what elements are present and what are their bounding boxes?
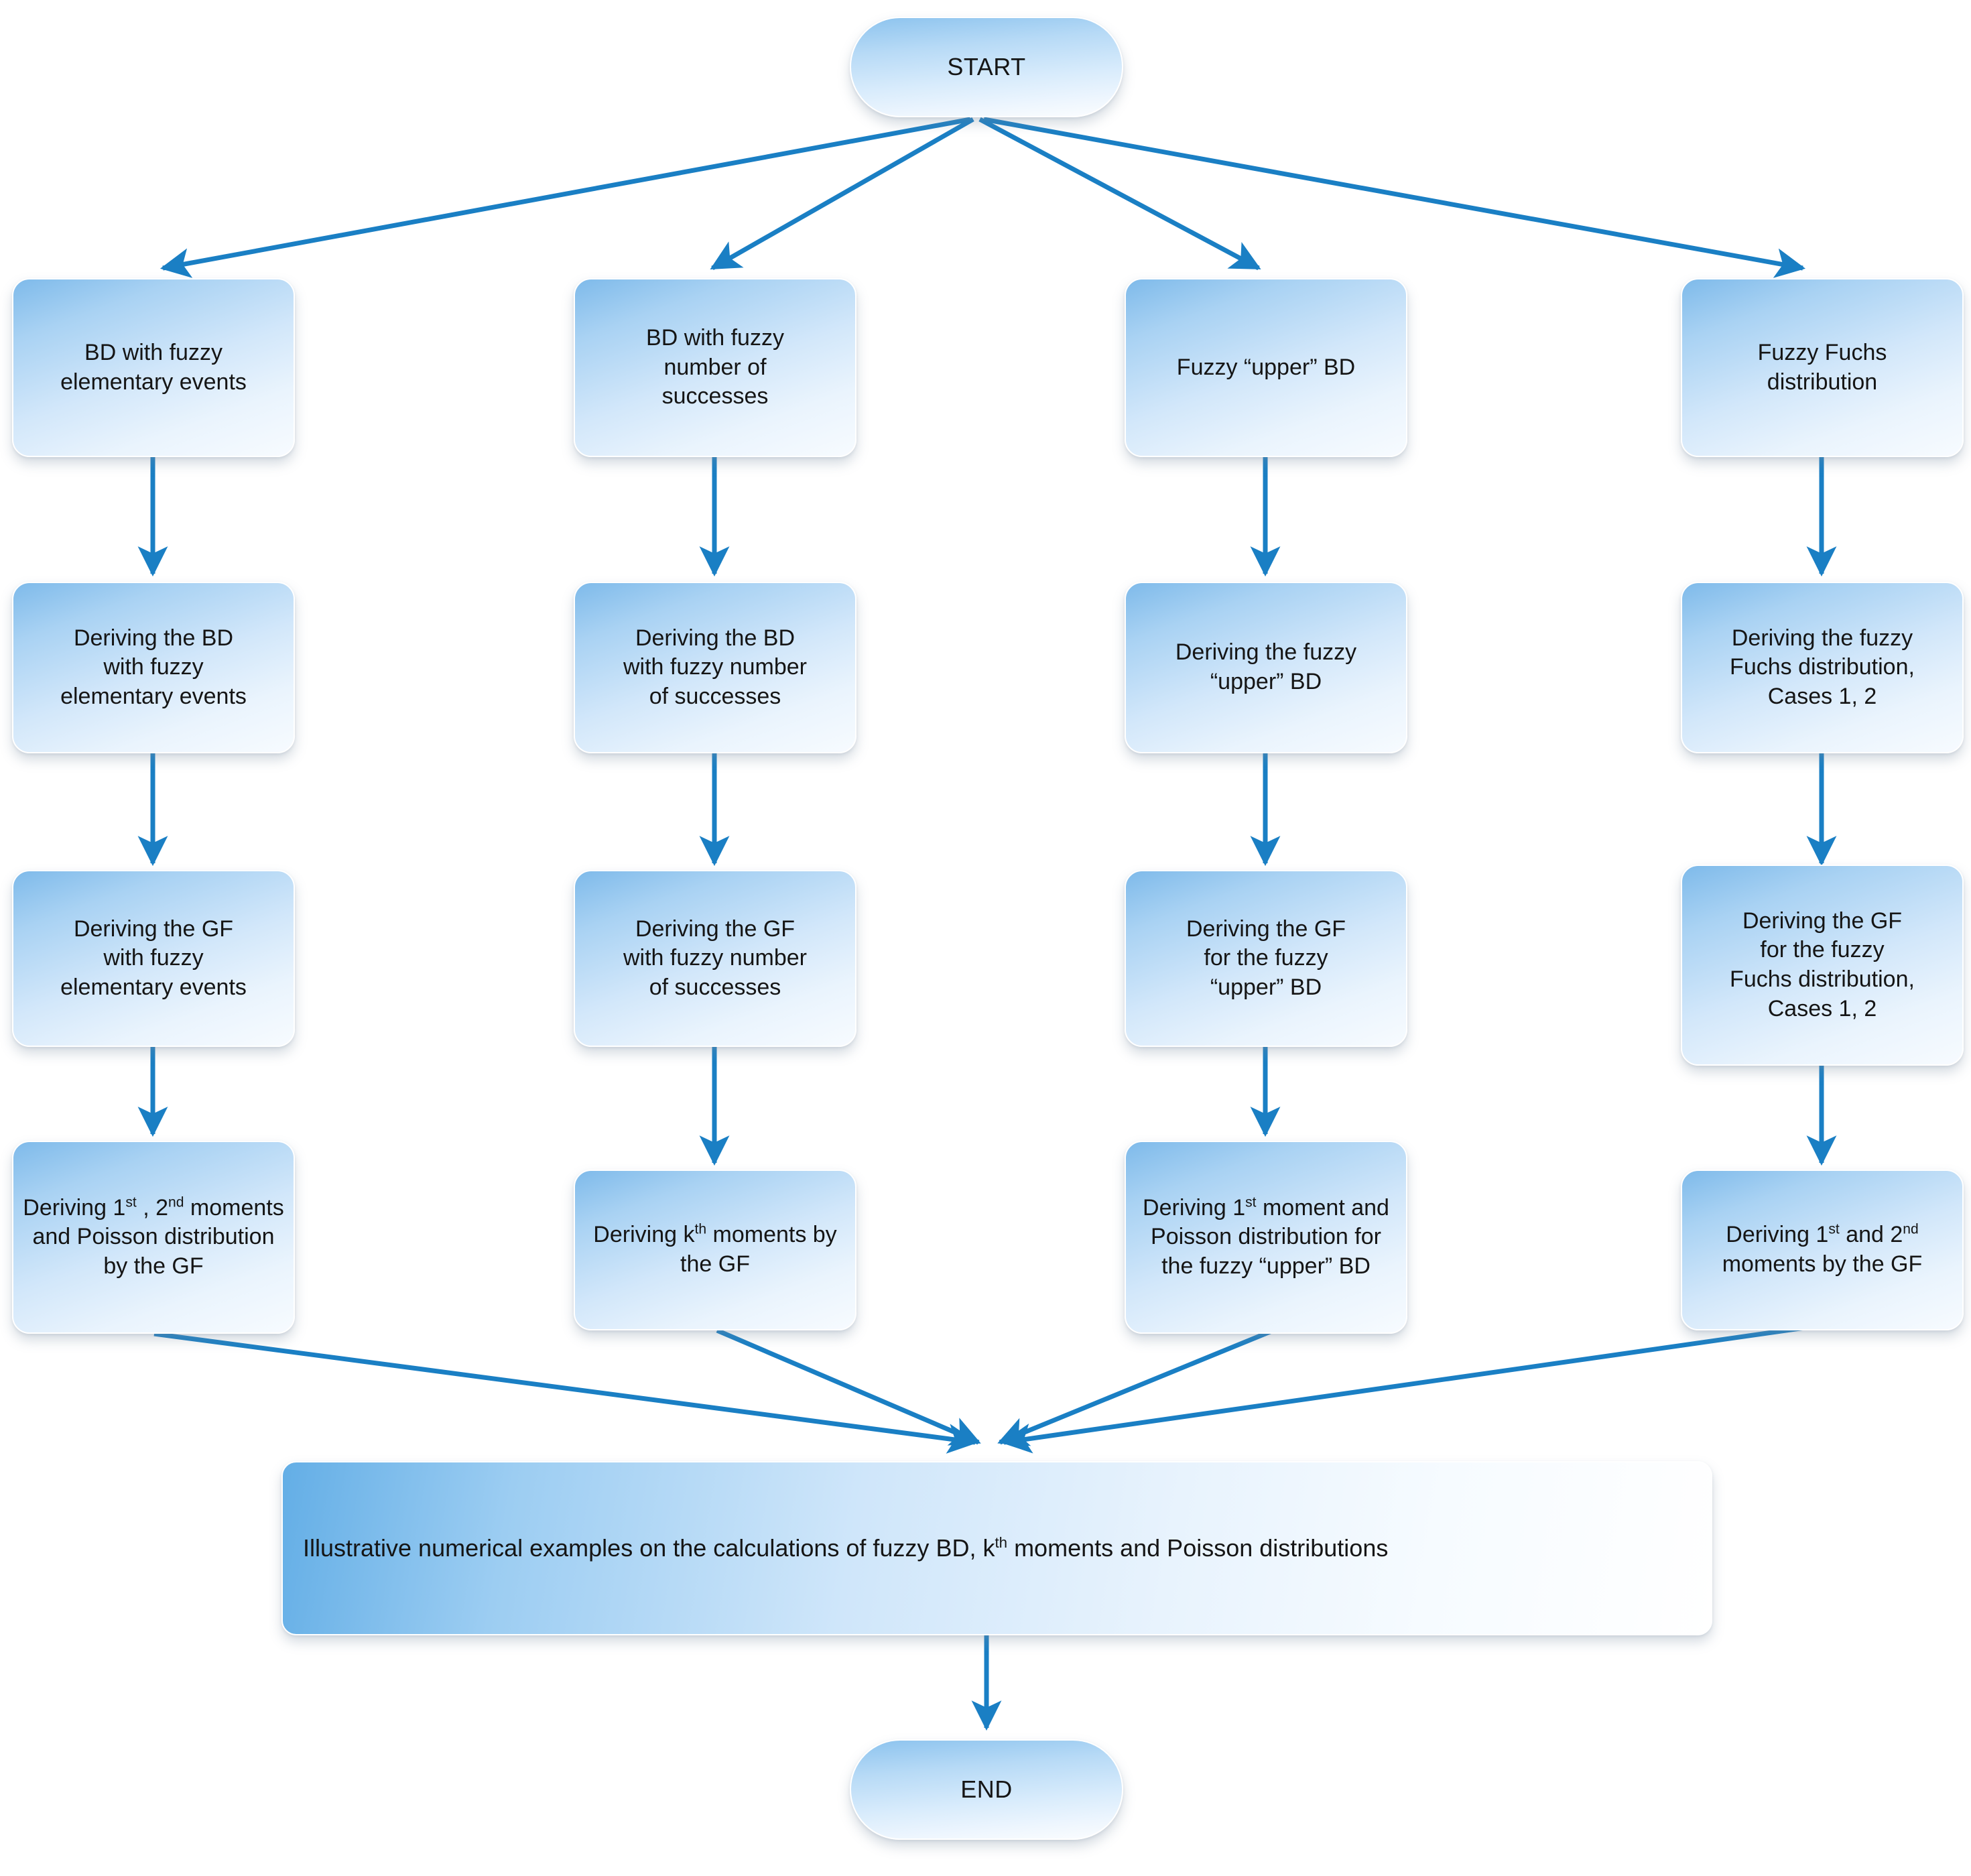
node-label: Fuzzy Fuchs distribution: [1757, 339, 1887, 395]
node-col3-step1[interactable]: Fuzzy “upper” BD: [1125, 278, 1407, 457]
node-col3-step3[interactable]: Deriving the GF for the fuzzy “upper” BD: [1125, 870, 1407, 1047]
node-col2-step1[interactable]: BD with fuzzy number of successes: [574, 278, 856, 457]
edge-start-to-col2: [710, 117, 974, 271]
node-col2-step2[interactable]: Deriving the BD with fuzzy number of suc…: [574, 582, 856, 753]
node-label: Deriving 1st , 2nd moments and Poisson d…: [23, 1194, 284, 1279]
start-label: START: [947, 52, 1026, 80]
node-label: Deriving kth moments by the GF: [593, 1222, 837, 1277]
node-label: Deriving the fuzzy “upper” BD: [1175, 639, 1357, 694]
node-col1-step2[interactable]: Deriving the BD with fuzzy elementary ev…: [12, 582, 295, 753]
edge-start-to-col3: [978, 117, 1261, 271]
node-label: Deriving the GF with fuzzy number of suc…: [623, 916, 807, 1000]
node-label: BD with fuzzy elementary events: [60, 339, 247, 395]
node-label: Deriving the BD with fuzzy elementary ev…: [60, 625, 247, 709]
node-col4-step4[interactable]: Deriving 1st and 2nd moments by the GF: [1681, 1170, 1964, 1330]
node-col1-step3[interactable]: Deriving the GF with fuzzy elementary ev…: [12, 870, 295, 1047]
node-col2-step4[interactable]: Deriving kth moments by the GF: [574, 1170, 856, 1330]
node-label: Deriving 1st moment and Poisson distribu…: [1143, 1194, 1389, 1279]
node-col2-step3[interactable]: Deriving the GF with fuzzy number of suc…: [574, 870, 856, 1047]
node-label: Deriving the GF with fuzzy elementary ev…: [60, 916, 247, 1000]
edge-c4-to-summary: [1001, 1324, 1810, 1454]
end-label: END: [960, 1775, 1013, 1803]
summary-bar-label: Illustrative numerical examples on the c…: [303, 1534, 1389, 1562]
edge-c1-to-summary: [153, 1331, 978, 1454]
edge-start-to-col1: [160, 117, 971, 278]
node-col1-step1[interactable]: BD with fuzzy elementary events: [12, 278, 295, 457]
node-label: Deriving the GF for the fuzzy Fuchs dist…: [1730, 908, 1915, 1021]
summary-bar[interactable]: Illustrative numerical examples on the c…: [281, 1461, 1712, 1635]
edge-c2-to-summary: [716, 1328, 981, 1446]
node-col3-step2[interactable]: Deriving the fuzzy “upper” BD: [1125, 582, 1407, 753]
node-col4-step3[interactable]: Deriving the GF for the fuzzy Fuchs dist…: [1681, 865, 1964, 1066]
start-terminal[interactable]: START: [850, 17, 1123, 117]
node-label: Deriving the GF for the fuzzy “upper” BD: [1186, 916, 1346, 1000]
node-label: Deriving the fuzzy Fuchs distribution, C…: [1730, 625, 1915, 709]
edge-start-to-col4: [983, 117, 1806, 278]
node-col4-step1[interactable]: Fuzzy Fuchs distribution: [1681, 278, 1964, 457]
node-label: Deriving 1st and 2nd moments by the GF: [1722, 1222, 1923, 1277]
node-col4-step2[interactable]: Deriving the fuzzy Fuchs distribution, C…: [1681, 582, 1964, 753]
node-col1-step4[interactable]: Deriving 1st , 2nd moments and Poisson d…: [12, 1141, 295, 1334]
node-col3-step4[interactable]: Deriving 1st moment and Poisson distribu…: [1125, 1141, 1407, 1334]
end-terminal[interactable]: END: [850, 1739, 1123, 1840]
node-label: Deriving the BD with fuzzy number of suc…: [623, 625, 807, 709]
node-label: Fuzzy “upper” BD: [1176, 354, 1356, 380]
node-label: BD with fuzzy number of successes: [646, 325, 784, 410]
edge-c3-to-summary: [997, 1328, 1275, 1446]
